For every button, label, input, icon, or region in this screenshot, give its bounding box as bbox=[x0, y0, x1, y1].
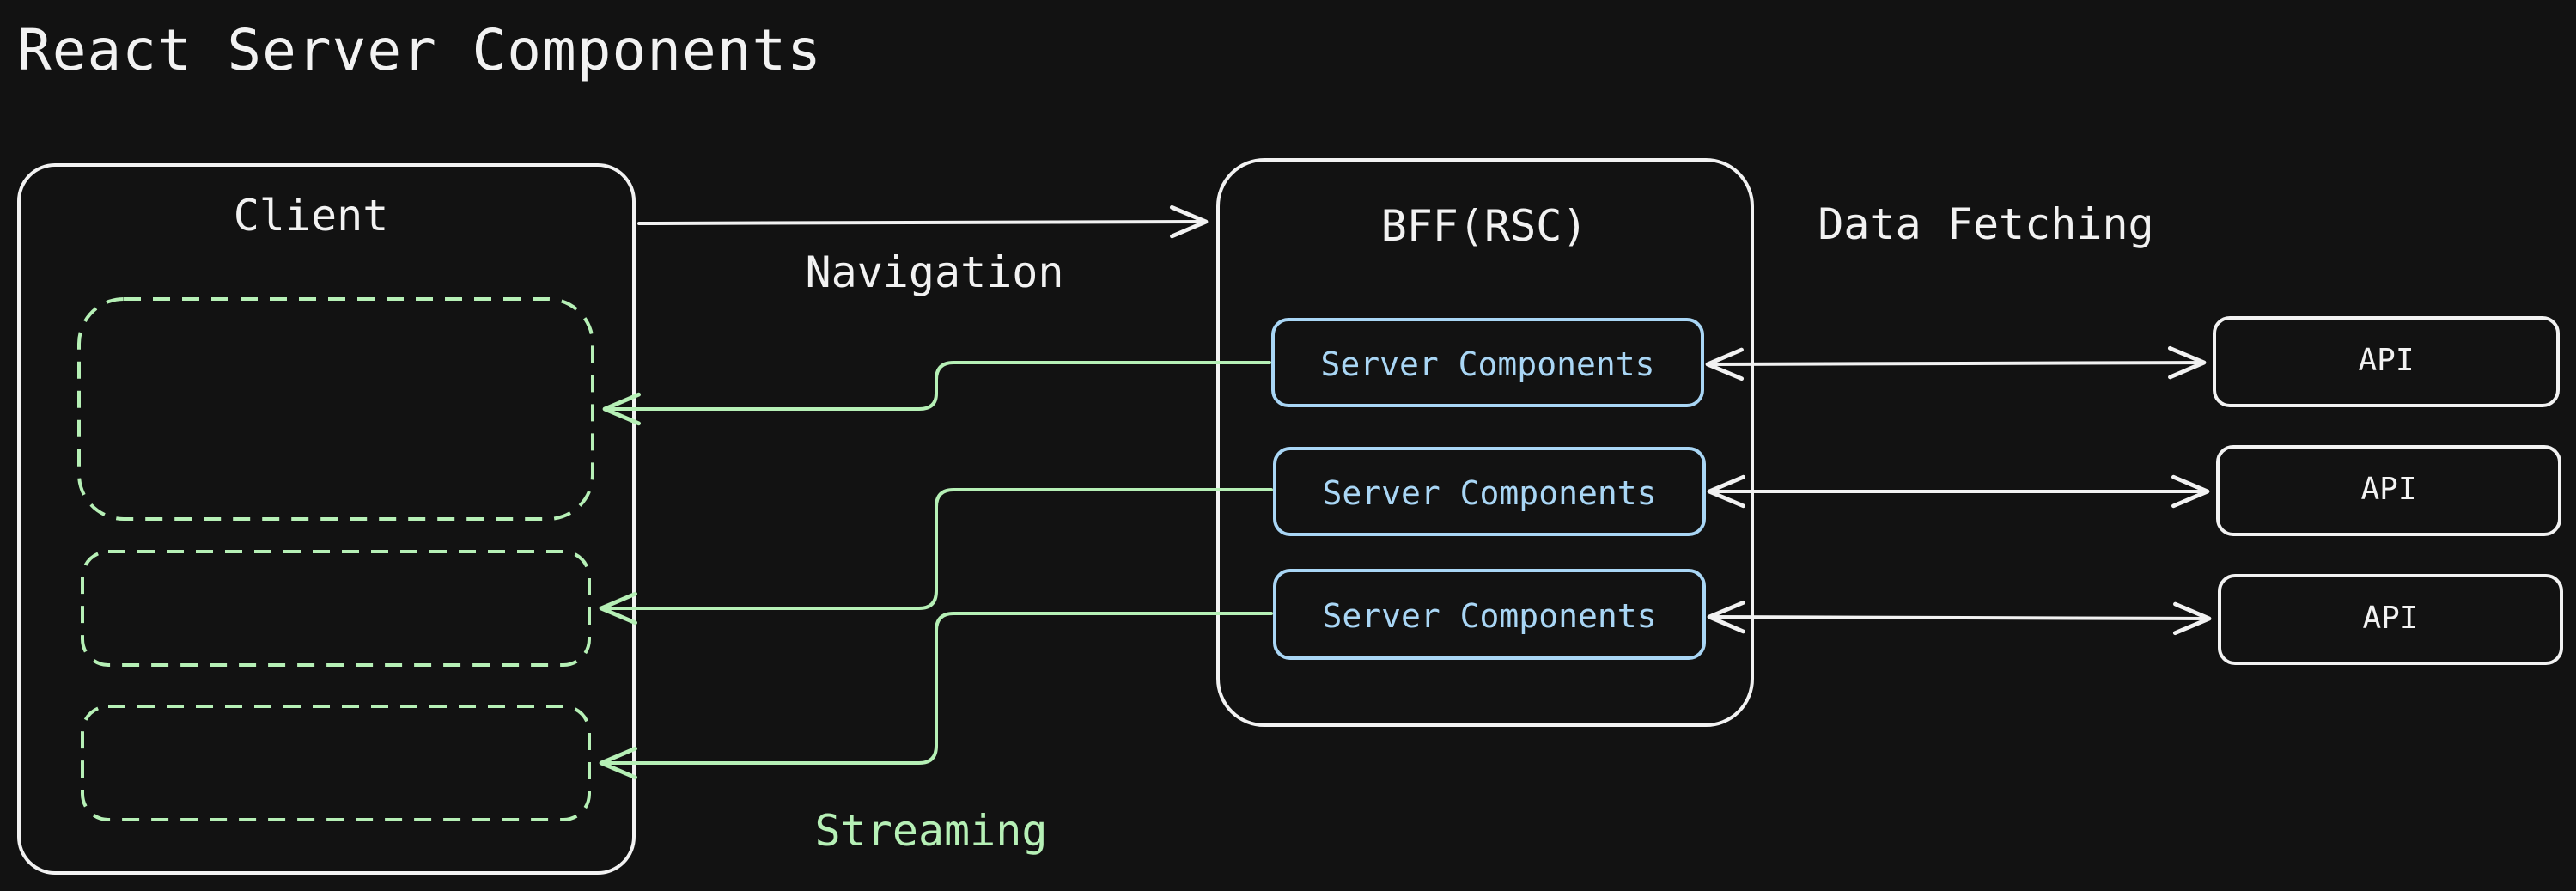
streaming-arrow-3 bbox=[599, 612, 1273, 780]
data-fetching-arrow-1 bbox=[1705, 345, 2207, 381]
server-component-label-3: Server Components bbox=[1322, 597, 1657, 635]
bff-label: BFF(RSC) bbox=[1380, 201, 1588, 251]
server-component-box-1 bbox=[1271, 318, 1704, 407]
api-label-1: API bbox=[2358, 343, 2415, 378]
navigation-label: Navigation bbox=[805, 247, 1064, 297]
client-slot-2 bbox=[81, 550, 591, 667]
client-slot-3 bbox=[81, 705, 591, 821]
streaming-arrow-2 bbox=[599, 488, 1273, 626]
server-component-label-2: Server Components bbox=[1322, 474, 1657, 512]
server-component-box-3 bbox=[1273, 569, 1706, 660]
api-label-2: API bbox=[2360, 472, 2417, 507]
api-box-3 bbox=[2218, 574, 2563, 665]
client-slot-1 bbox=[77, 297, 594, 521]
streaming-arrow-1 bbox=[602, 361, 1271, 426]
bff-box bbox=[1216, 158, 1754, 727]
data-fetching-label: Data Fetching bbox=[1818, 199, 2154, 249]
api-label-3: API bbox=[2362, 601, 2419, 636]
navigation-arrow bbox=[637, 204, 1209, 239]
server-component-box-2 bbox=[1273, 447, 1706, 536]
client-box bbox=[17, 163, 636, 875]
client-label: Client bbox=[233, 191, 389, 241]
data-fetching-arrow-3 bbox=[1707, 600, 2212, 636]
server-component-label-1: Server Components bbox=[1320, 345, 1655, 383]
api-box-2 bbox=[2216, 445, 2561, 536]
diagram-title: React Server Components bbox=[17, 17, 822, 83]
streaming-label: Streaming bbox=[814, 806, 1048, 856]
api-box-1 bbox=[2213, 316, 2560, 407]
